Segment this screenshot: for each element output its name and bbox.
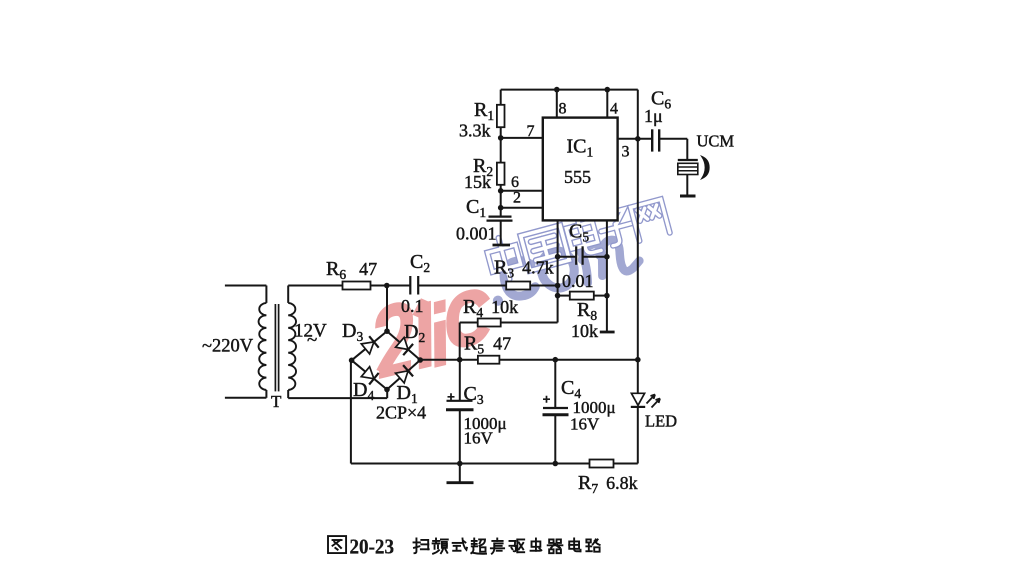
svg-text:15k: 15k (464, 172, 491, 192)
svg-text:R34.7k: R34.7k (494, 257, 554, 281)
svg-text:IC1: IC1 (567, 136, 594, 160)
svg-text:4: 4 (610, 101, 618, 118)
svg-text:UCM: UCM (697, 132, 735, 151)
svg-text:8: 8 (559, 101, 567, 118)
svg-text:16V: 16V (464, 429, 494, 448)
svg-text:2: 2 (513, 190, 521, 207)
svg-text:R76.8k: R76.8k (578, 472, 638, 496)
svg-text:~: ~ (307, 330, 317, 351)
svg-text:1000μ: 1000μ (464, 414, 507, 433)
svg-text:~220V: ~220V (202, 337, 254, 357)
svg-text:16V: 16V (570, 415, 600, 434)
svg-text:6: 6 (511, 174, 519, 191)
svg-text:0.1: 0.1 (401, 296, 424, 316)
svg-text:7: 7 (527, 123, 535, 140)
svg-text:T: T (271, 392, 282, 411)
svg-text:1000μ: 1000μ (573, 398, 616, 417)
svg-text:3: 3 (622, 144, 630, 161)
svg-text:C2: C2 (410, 251, 430, 275)
svg-text:12V: 12V (294, 321, 327, 342)
svg-text:3.3k: 3.3k (459, 121, 491, 141)
svg-text:555: 555 (564, 167, 591, 187)
svg-text:2CP×4: 2CP×4 (376, 403, 426, 423)
svg-text:1μ: 1μ (644, 106, 663, 126)
svg-text:20-23: 20-23 (350, 535, 395, 559)
svg-text:0.001: 0.001 (456, 224, 497, 244)
svg-text:0.01: 0.01 (562, 271, 594, 291)
svg-text:LED: LED (645, 412, 677, 431)
svg-text:10k: 10k (571, 321, 598, 341)
